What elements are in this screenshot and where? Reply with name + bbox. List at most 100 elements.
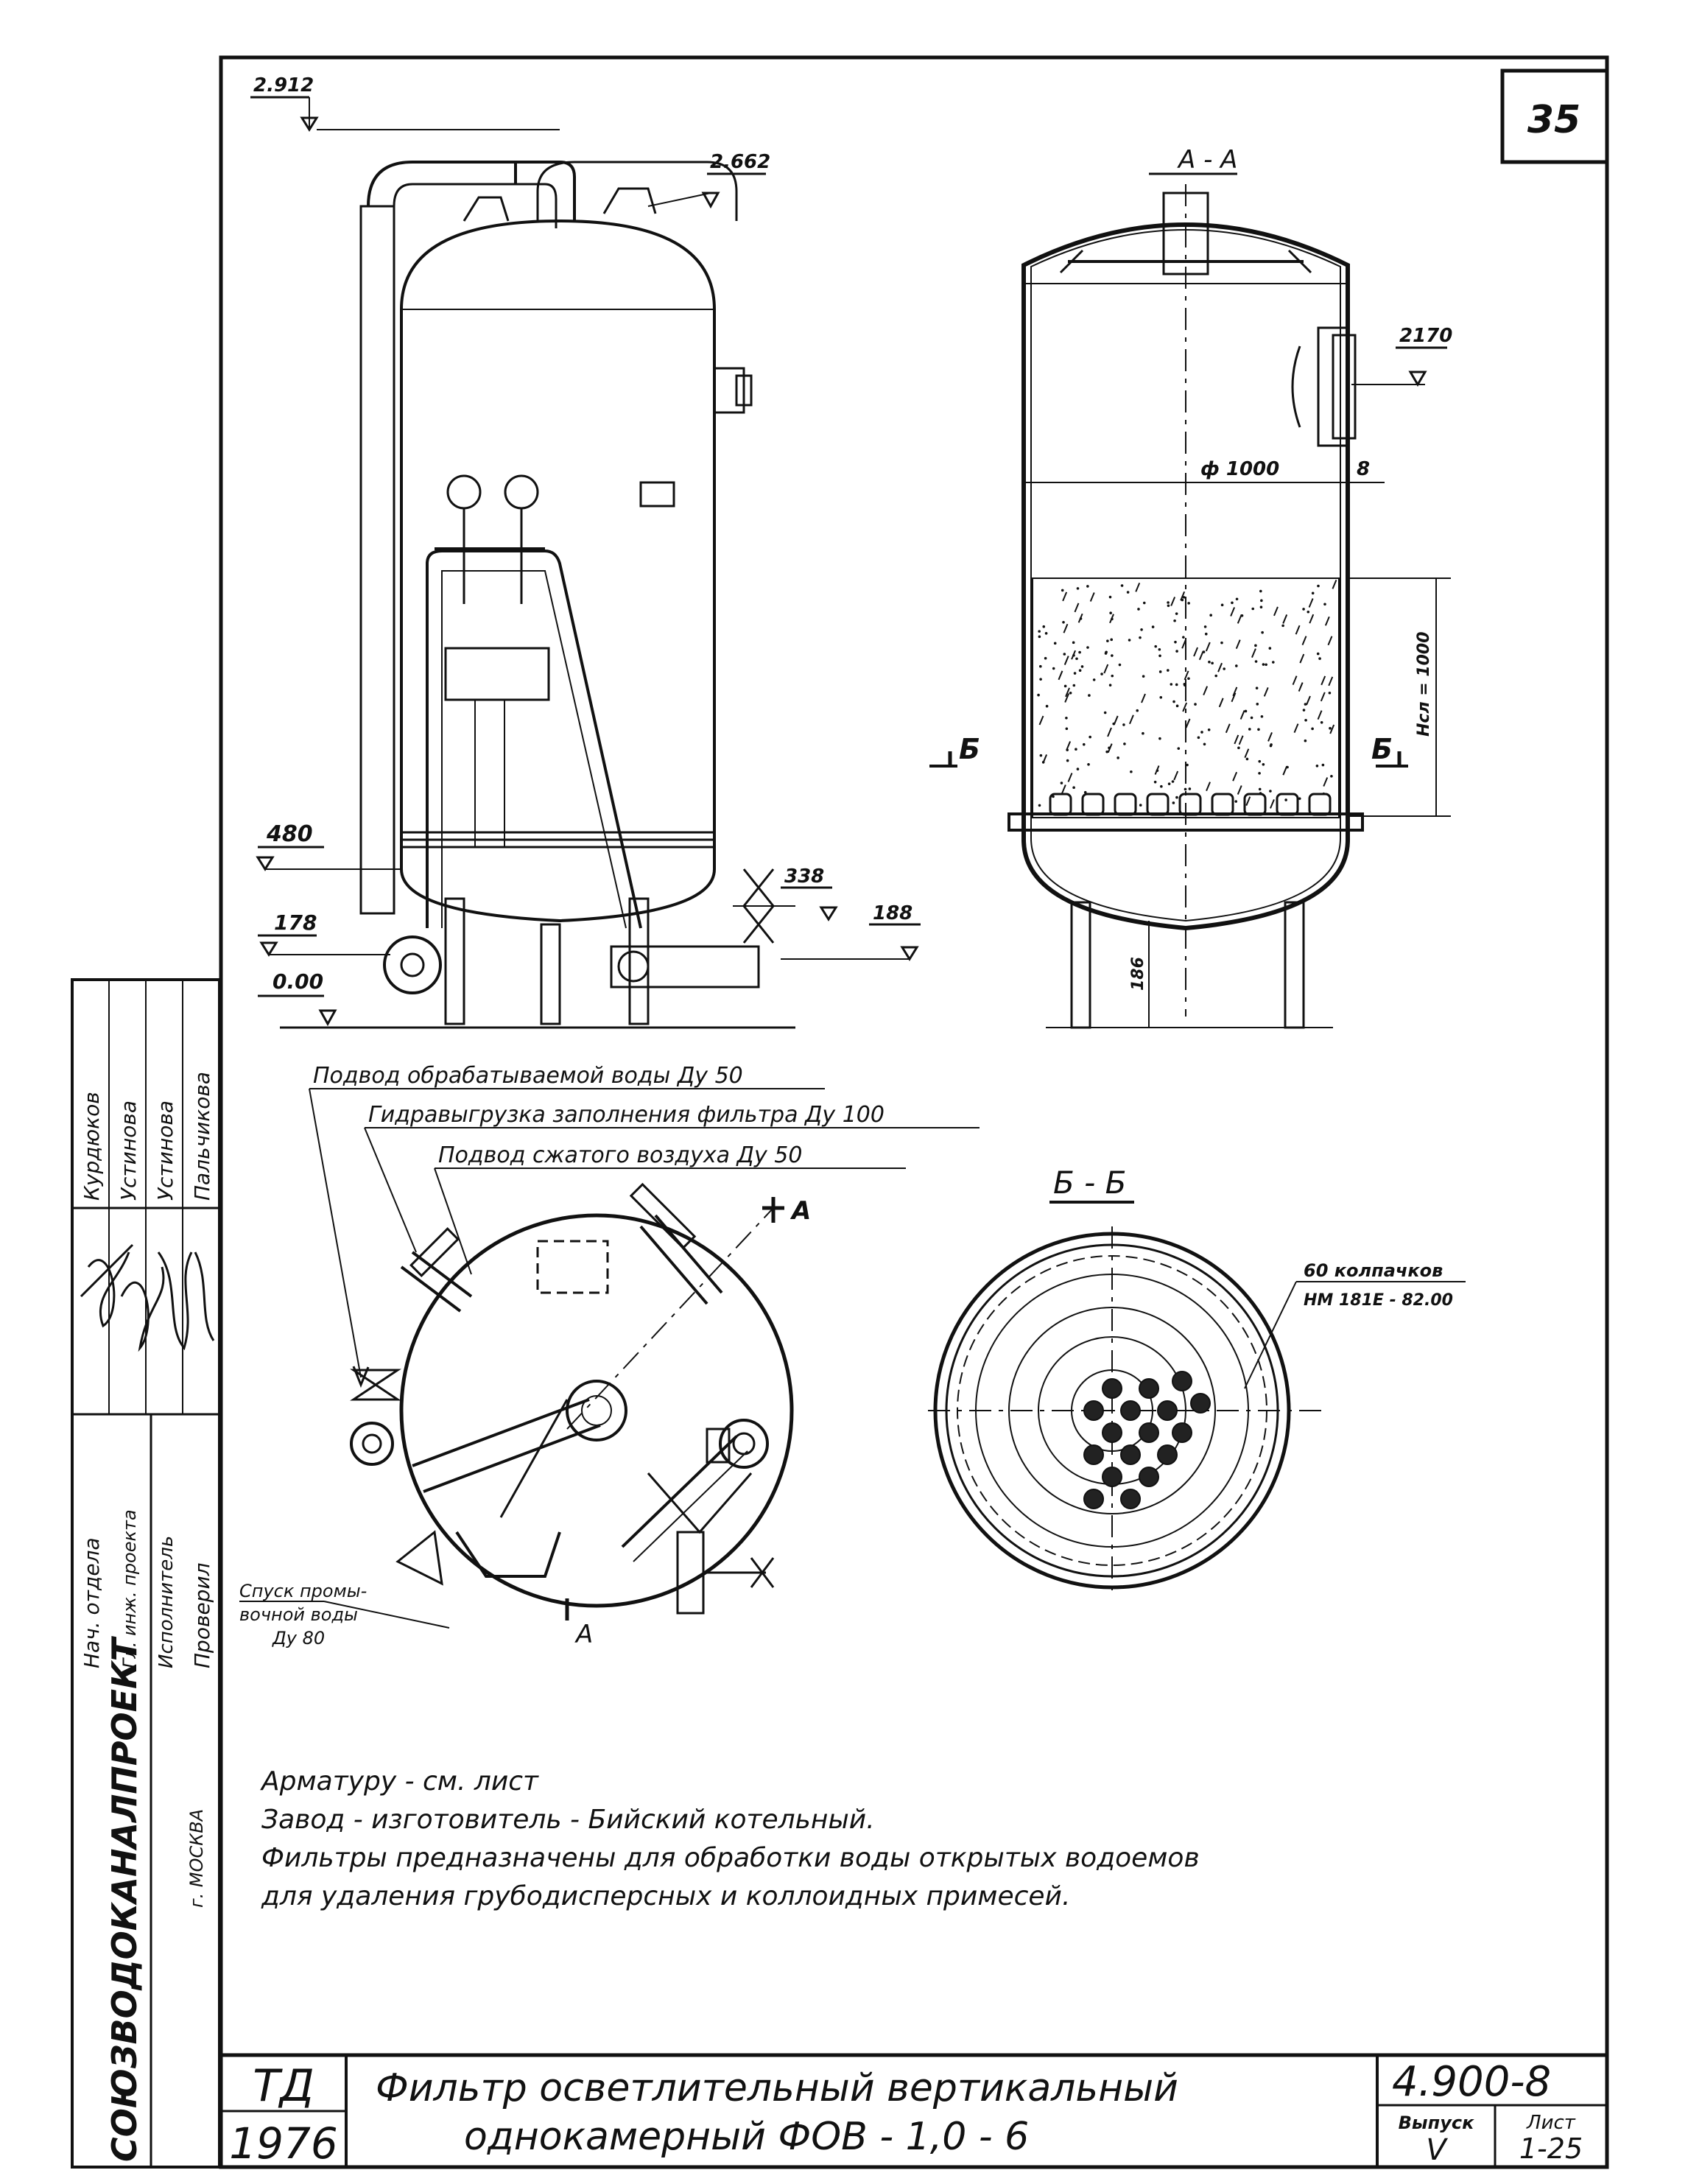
media-stroke xyxy=(1306,695,1311,706)
nozzle-cap xyxy=(1276,793,1299,816)
media-grain xyxy=(1250,716,1253,720)
media-grain xyxy=(1202,650,1206,653)
media-grain xyxy=(1220,641,1223,645)
media-grain xyxy=(1110,638,1114,642)
media-grain xyxy=(1259,605,1263,609)
media-grain xyxy=(1248,728,1251,731)
media-grain xyxy=(1038,630,1041,633)
media-grain xyxy=(1122,723,1125,726)
media-grain xyxy=(1111,654,1114,657)
media-grain xyxy=(1045,704,1049,708)
note-1: Арматуру - см. лист xyxy=(260,1766,539,1797)
nozzle-caps xyxy=(1049,793,1332,816)
diameter-label: ф 1000 xyxy=(1200,458,1279,480)
media-grain xyxy=(1142,675,1145,678)
media-grain xyxy=(1315,765,1319,768)
stamp-name-2: Устинова xyxy=(116,1100,141,1201)
media-grain xyxy=(1304,718,1307,722)
media-grain xyxy=(1304,739,1307,742)
media-grain xyxy=(1175,796,1178,799)
media-grain xyxy=(1104,652,1108,655)
media-grain xyxy=(1038,635,1041,639)
callout-compressed-air: Подвод сжатого воздуха Ду 50 xyxy=(438,1142,802,1168)
media-stroke xyxy=(1244,748,1250,758)
media-grain xyxy=(1082,742,1086,746)
media-stroke xyxy=(1301,636,1307,646)
media-stroke xyxy=(1128,714,1134,725)
caps-line2: НМ 181Е - 82.00 xyxy=(1304,1291,1453,1310)
media-grain xyxy=(1171,780,1175,783)
media-stroke xyxy=(1239,710,1245,720)
media-grain xyxy=(1108,746,1111,750)
bb-cap xyxy=(1190,1393,1211,1414)
media-grain xyxy=(1298,797,1301,800)
note-3: Фильтры предназначены для обработки воды… xyxy=(261,1843,1200,1873)
media-stroke xyxy=(1234,734,1239,745)
media-stroke xyxy=(1251,648,1256,658)
media-grain xyxy=(1065,717,1068,720)
media-stroke xyxy=(1232,771,1238,782)
media-grain xyxy=(1167,604,1170,608)
nozzle-cap xyxy=(1178,793,1202,816)
media-stroke xyxy=(1327,636,1333,646)
callout-water-inlet: Подвод обрабатываемой воды Ду 50 xyxy=(313,1063,743,1089)
media-stroke xyxy=(1332,579,1337,589)
media-stroke xyxy=(1063,656,1069,665)
signature-2 xyxy=(120,1266,165,1352)
media-stroke xyxy=(1089,592,1095,602)
media-stroke xyxy=(1042,754,1048,764)
media-grain xyxy=(1151,625,1155,628)
media-stroke xyxy=(1206,782,1211,792)
media-grain xyxy=(1329,726,1332,730)
media-grain xyxy=(1073,672,1077,675)
section-aa: А - А 2170 ф 1000 8 Нсл = 1000 xyxy=(929,145,1452,1029)
page-number: 35 xyxy=(1527,98,1580,142)
media-stroke xyxy=(1328,676,1334,687)
stamp-role-4: Проверил xyxy=(190,1562,214,1668)
media-grain xyxy=(1066,748,1069,751)
media-grain xyxy=(1256,703,1259,706)
media-stroke xyxy=(1065,687,1070,698)
media-stroke xyxy=(1317,710,1323,720)
stamp-name-4: Пальчикова xyxy=(190,1072,214,1201)
media-grain xyxy=(1258,759,1262,763)
media-grain xyxy=(1255,687,1259,689)
drawing-title-line2: однокамерный ФОВ - 1,0 - 6 xyxy=(464,2115,1029,2159)
callout-hydro-unloading: Гидравыгрузка заполнения фильтра Ду 100 xyxy=(368,1102,885,1128)
bb-cap xyxy=(1139,1467,1159,1487)
media-grain xyxy=(1159,695,1163,699)
media-grain xyxy=(1158,737,1161,740)
media-grain xyxy=(1316,652,1320,656)
media-grain xyxy=(1262,762,1265,766)
media-grain xyxy=(1092,678,1096,681)
media-grain xyxy=(1204,632,1208,636)
media-grain xyxy=(1175,612,1178,615)
media-stroke xyxy=(1245,796,1251,806)
wall-thickness: 8 xyxy=(1357,458,1370,480)
media-grain xyxy=(1194,703,1197,706)
media-stroke xyxy=(1135,583,1141,592)
media-stroke xyxy=(1323,777,1329,787)
media-stroke xyxy=(1231,692,1237,703)
media-stroke xyxy=(1074,603,1080,613)
note-4: для удаления грубодисперсных и коллоидны… xyxy=(261,1881,1070,1911)
bb-cap xyxy=(1120,1489,1141,1509)
media-grain xyxy=(1079,617,1083,620)
media-grain xyxy=(1172,700,1175,703)
media-grain xyxy=(1128,639,1131,642)
media-stroke xyxy=(1217,662,1223,673)
media-grain xyxy=(1078,669,1082,673)
note-2: Завод - изготовитель - Бийский котельный… xyxy=(261,1805,875,1835)
media-grain xyxy=(1139,636,1142,639)
media-grain xyxy=(1158,654,1161,658)
media-grain xyxy=(1087,762,1090,766)
section-bb: Б - Б 60 колпачков НМ 181Е - 82.00 xyxy=(928,1165,1466,1595)
media-grain xyxy=(1318,657,1321,660)
nozzle-cap xyxy=(1049,793,1072,816)
media-stroke xyxy=(1273,606,1279,617)
media-stroke xyxy=(1064,693,1070,703)
media-grain xyxy=(1311,591,1315,595)
media-stroke xyxy=(1293,723,1299,733)
media-grain xyxy=(1317,584,1320,588)
media-grain xyxy=(1154,645,1158,648)
